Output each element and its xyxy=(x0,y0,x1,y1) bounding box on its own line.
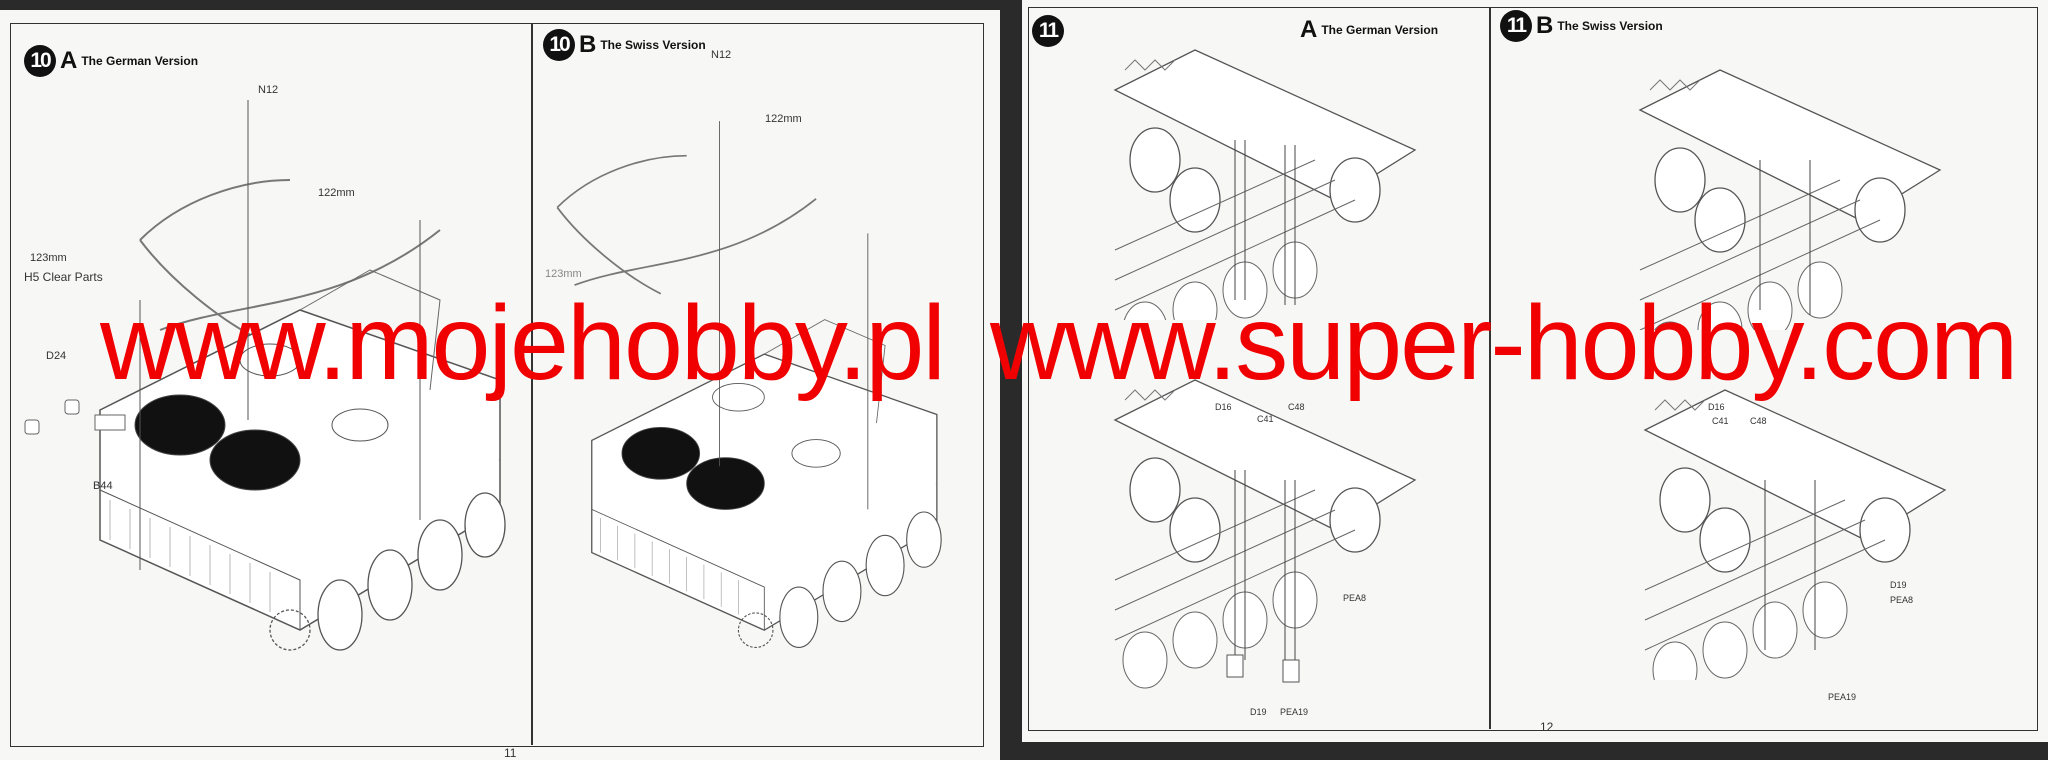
step-10a-header: 10 A The German Version xyxy=(24,45,198,77)
step-letter: B xyxy=(1536,12,1554,39)
part-label: PEA8 xyxy=(1343,593,1367,603)
step-title: The Swiss Version xyxy=(1557,19,1663,33)
part-label: H5 Clear Parts xyxy=(24,270,103,284)
step-title: The German Version xyxy=(81,54,199,68)
part-label: PEA8 xyxy=(1890,595,1914,605)
step-10a-diagram xyxy=(24,100,506,651)
watermark-mojehobby: www.mojehobby.pl xyxy=(100,284,946,402)
step-11b-diagram-lower xyxy=(1644,389,1946,680)
step-10b-diagram xyxy=(556,121,942,649)
right-page-frame xyxy=(1028,7,2038,731)
step-letter: A xyxy=(60,47,78,74)
part-label: B44 xyxy=(93,480,113,492)
part-label: D24 xyxy=(46,350,67,362)
part-label: C48 xyxy=(1288,402,1305,412)
part-label: 122mm xyxy=(765,113,802,125)
watermark-super-hobby: www.super-hobby.com xyxy=(990,284,2018,402)
step-11b-header: 11 B The Swiss Version xyxy=(1500,10,1663,42)
step-11a-header: A The German Version xyxy=(1300,16,1438,44)
step-title: The Swiss Version xyxy=(600,38,706,52)
right-page-divider xyxy=(1489,7,1491,729)
page-number: 12 xyxy=(1540,720,1554,734)
step-11a-number-badge: 11 xyxy=(1032,15,1064,47)
part-label: C41 xyxy=(1257,414,1274,424)
step-11a-diagram-lower xyxy=(1114,379,1416,689)
left-page-divider xyxy=(531,23,533,745)
part-label: PEA19 xyxy=(1828,692,1857,702)
part-label: C41 xyxy=(1712,416,1729,426)
step-number-badge: 10 xyxy=(24,45,56,77)
left-page-frame xyxy=(10,23,984,747)
part-label: D19 xyxy=(1890,580,1907,590)
part-label: N12 xyxy=(258,84,279,96)
part-label: N12 xyxy=(711,49,732,61)
page-number: 11 xyxy=(504,746,517,760)
step-number-badge: 11 xyxy=(1500,10,1532,42)
part-label: 122mm xyxy=(318,187,355,199)
part-label: D16 xyxy=(1708,402,1725,412)
step-11a-diagram-upper xyxy=(1114,49,1416,320)
part-label: D19 xyxy=(1250,707,1267,717)
part-label: 123mm xyxy=(545,268,582,280)
step-title: The German Version xyxy=(1321,23,1439,37)
step-letter: A xyxy=(1300,16,1318,43)
part-label: PEA19 xyxy=(1280,707,1309,717)
part-label: C48 xyxy=(1750,416,1767,426)
part-label: D16 xyxy=(1215,402,1232,412)
step-10b-header: 10 B The Swiss Version xyxy=(543,29,706,61)
step-11b-diagram-upper xyxy=(1639,69,1941,330)
step-number-badge: 10 xyxy=(543,29,575,61)
step-letter: B xyxy=(579,31,597,58)
part-label: 123mm xyxy=(30,252,67,264)
